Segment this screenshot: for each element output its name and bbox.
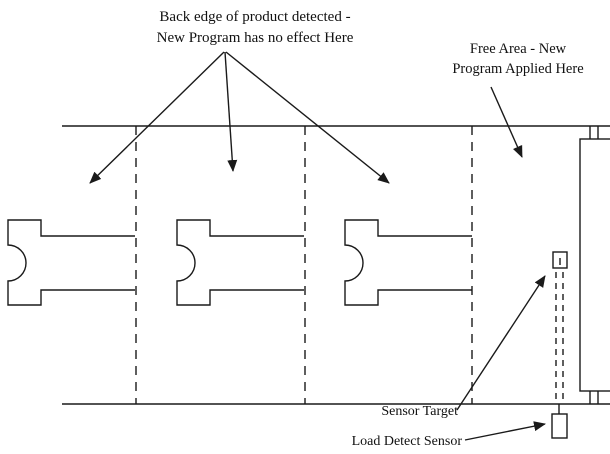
arrow-load-detect xyxy=(464,421,546,441)
arrow-back-edge-2 xyxy=(224,51,238,172)
back-edge-label: Back edge of product detected - New Prog… xyxy=(120,7,390,49)
machine-body xyxy=(579,138,610,392)
back-edge-label-line1: Back edge of product detected - xyxy=(159,9,351,25)
sensor-target-label: Sensor Target xyxy=(381,404,458,419)
free-area-label: Free Area - New Program Applied Here xyxy=(418,39,610,79)
arrow-sensor-target xyxy=(456,275,546,411)
free-area-label-line2: Program Applied Here xyxy=(452,61,584,77)
product-2 xyxy=(176,219,304,306)
sensor-target xyxy=(552,251,568,269)
back-edge-label-line2: New Program has no effect Here xyxy=(156,30,354,46)
load-detect-sensor xyxy=(551,413,568,439)
product-3 xyxy=(344,219,472,306)
free-area-label-line1: Free Area - New xyxy=(469,41,567,57)
arrow-free-area xyxy=(490,86,523,158)
load-detect-sensor-label: Load Detect Sensor xyxy=(351,434,462,449)
arrow-back-edge-1 xyxy=(89,51,225,184)
product-1 xyxy=(7,219,135,306)
arrow-back-edge-3 xyxy=(225,51,390,184)
